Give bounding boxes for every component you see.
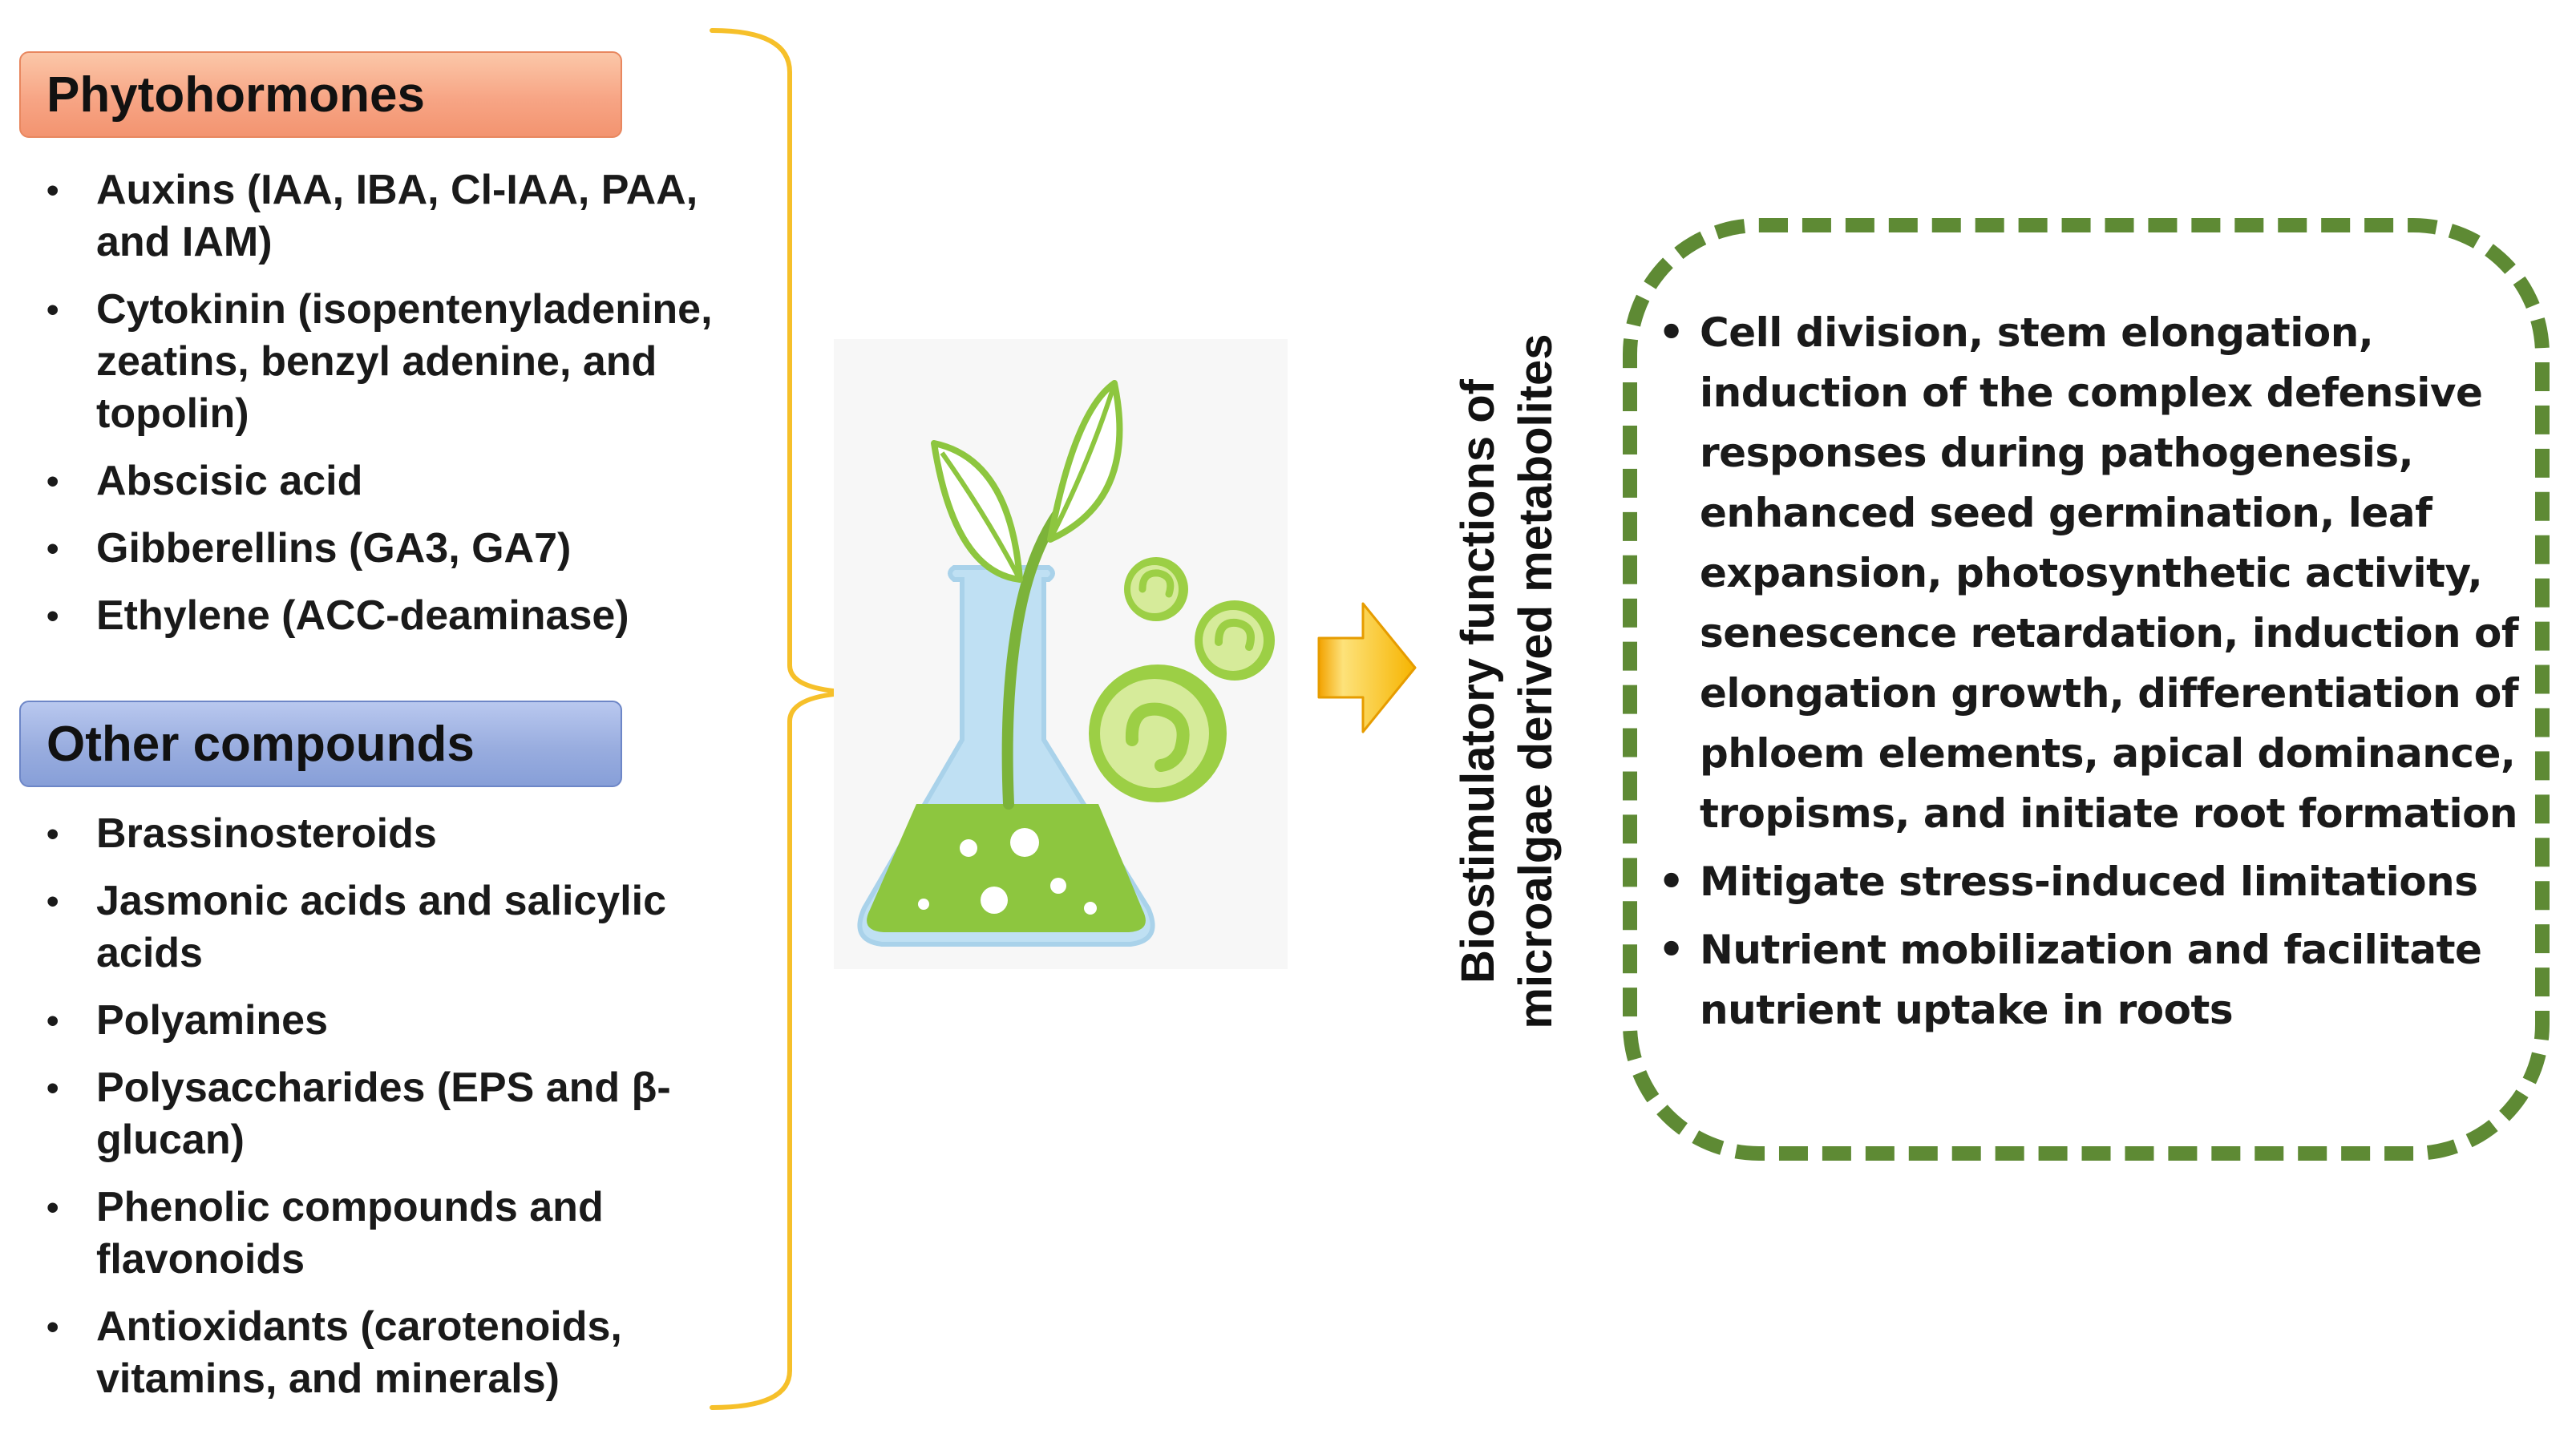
list-item: • Gibberellins (GA3, GA7) <box>40 523 746 575</box>
phytohormones-list: • Auxins (IAA, IBA, Cl-IAA, PAA, and IAM)… <box>40 164 746 657</box>
list-item-text: Polyamines <box>96 997 329 1044</box>
bullet: • <box>1658 309 1684 357</box>
functions-box <box>1623 218 2550 1161</box>
bullet: • <box>47 1188 59 1227</box>
bullet: • <box>47 171 59 210</box>
bullet: • <box>47 462 59 501</box>
list-item: • Mitigate stress-induced limitations <box>1658 852 2524 912</box>
list-item: • Phenolic compounds and flavonoids <box>40 1182 746 1286</box>
list-item: • Ethylene (ACC-deaminase) <box>40 590 746 642</box>
bullet: • <box>1658 858 1684 906</box>
list-item: • Cell division, stem elongation, inducti… <box>1658 303 2524 844</box>
bullet: • <box>47 596 59 636</box>
list-item: • Antioxidants (carotenoids, vitamins, an… <box>40 1301 746 1405</box>
list-item-text: Polysaccharides (EPS and β-glucan) <box>96 1064 671 1163</box>
list-item: • Polyamines <box>40 995 746 1047</box>
list-item-text: Jasmonic acids and salicylic acids <box>96 878 667 976</box>
list-item: • Cytokinin (isopentenyladenine, zeatins,… <box>40 284 746 440</box>
bullet: • <box>47 814 59 854</box>
list-item: • Polysaccharides (EPS and β-glucan) <box>40 1062 746 1166</box>
list-item-text: Cytokinin (isopentenyladenine, zeatins, … <box>96 286 713 437</box>
list-item-text: Mitigate stress-induced limitations <box>1700 858 2478 905</box>
vertical-title-container: Biostimulatory functions of microalgae d… <box>1435 313 1579 1050</box>
list-item-text: Brassinosteroids <box>96 810 437 857</box>
phytohormones-title: Phytohormones <box>47 67 425 123</box>
list-item: • Nutrient mobilization and facilitate nu… <box>1658 920 2524 1040</box>
bullet: • <box>47 1068 59 1108</box>
list-item-text: Ethylene (ACC-deaminase) <box>96 592 629 639</box>
list-item: • Jasmonic acids and salicylic acids <box>40 875 746 980</box>
bullet: • <box>47 290 59 329</box>
list-item-text: Antioxidants (carotenoids, vitamins, and… <box>96 1303 622 1402</box>
flask-illustration <box>834 339 1288 969</box>
list-item-text: Phenolic compounds and flavonoids <box>96 1184 604 1283</box>
right-arrow-icon <box>1317 602 1417 733</box>
list-item-text: Abscisic acid <box>96 458 363 504</box>
list-item-text: Cell division, stem elongation, inductio… <box>1700 309 2519 837</box>
bullet: • <box>1658 926 1684 974</box>
other-compounds-list: • Brassinosteroids • Jasmonic acids and sa… <box>40 808 746 1420</box>
bullet: • <box>47 882 59 921</box>
other-compounds-title: Other compounds <box>47 716 475 772</box>
list-item: • Abscisic acid <box>40 455 746 507</box>
bullet: • <box>47 529 59 568</box>
bullet: • <box>47 1307 59 1347</box>
list-item-text: Gibberellins (GA3, GA7) <box>96 525 572 572</box>
list-item-text: Nutrient mobilization and facilitate nut… <box>1700 927 2482 1033</box>
other-compounds-header: Other compounds <box>19 701 622 787</box>
list-item-text: Auxins (IAA, IBA, Cl-IAA, PAA, and IAM) <box>96 167 698 265</box>
flask-with-sprout-icon <box>857 380 1275 947</box>
functions-list: • Cell division, stem elongation, inducti… <box>1658 303 2524 1048</box>
vertical-title: Biostimulatory functions of microalgae d… <box>1452 333 1562 1029</box>
list-item: • Brassinosteroids <box>40 808 746 860</box>
bullet: • <box>47 1001 59 1040</box>
phytohormones-header: Phytohormones <box>19 51 622 138</box>
list-item: • Auxins (IAA, IBA, Cl-IAA, PAA, and IAM) <box>40 164 746 269</box>
